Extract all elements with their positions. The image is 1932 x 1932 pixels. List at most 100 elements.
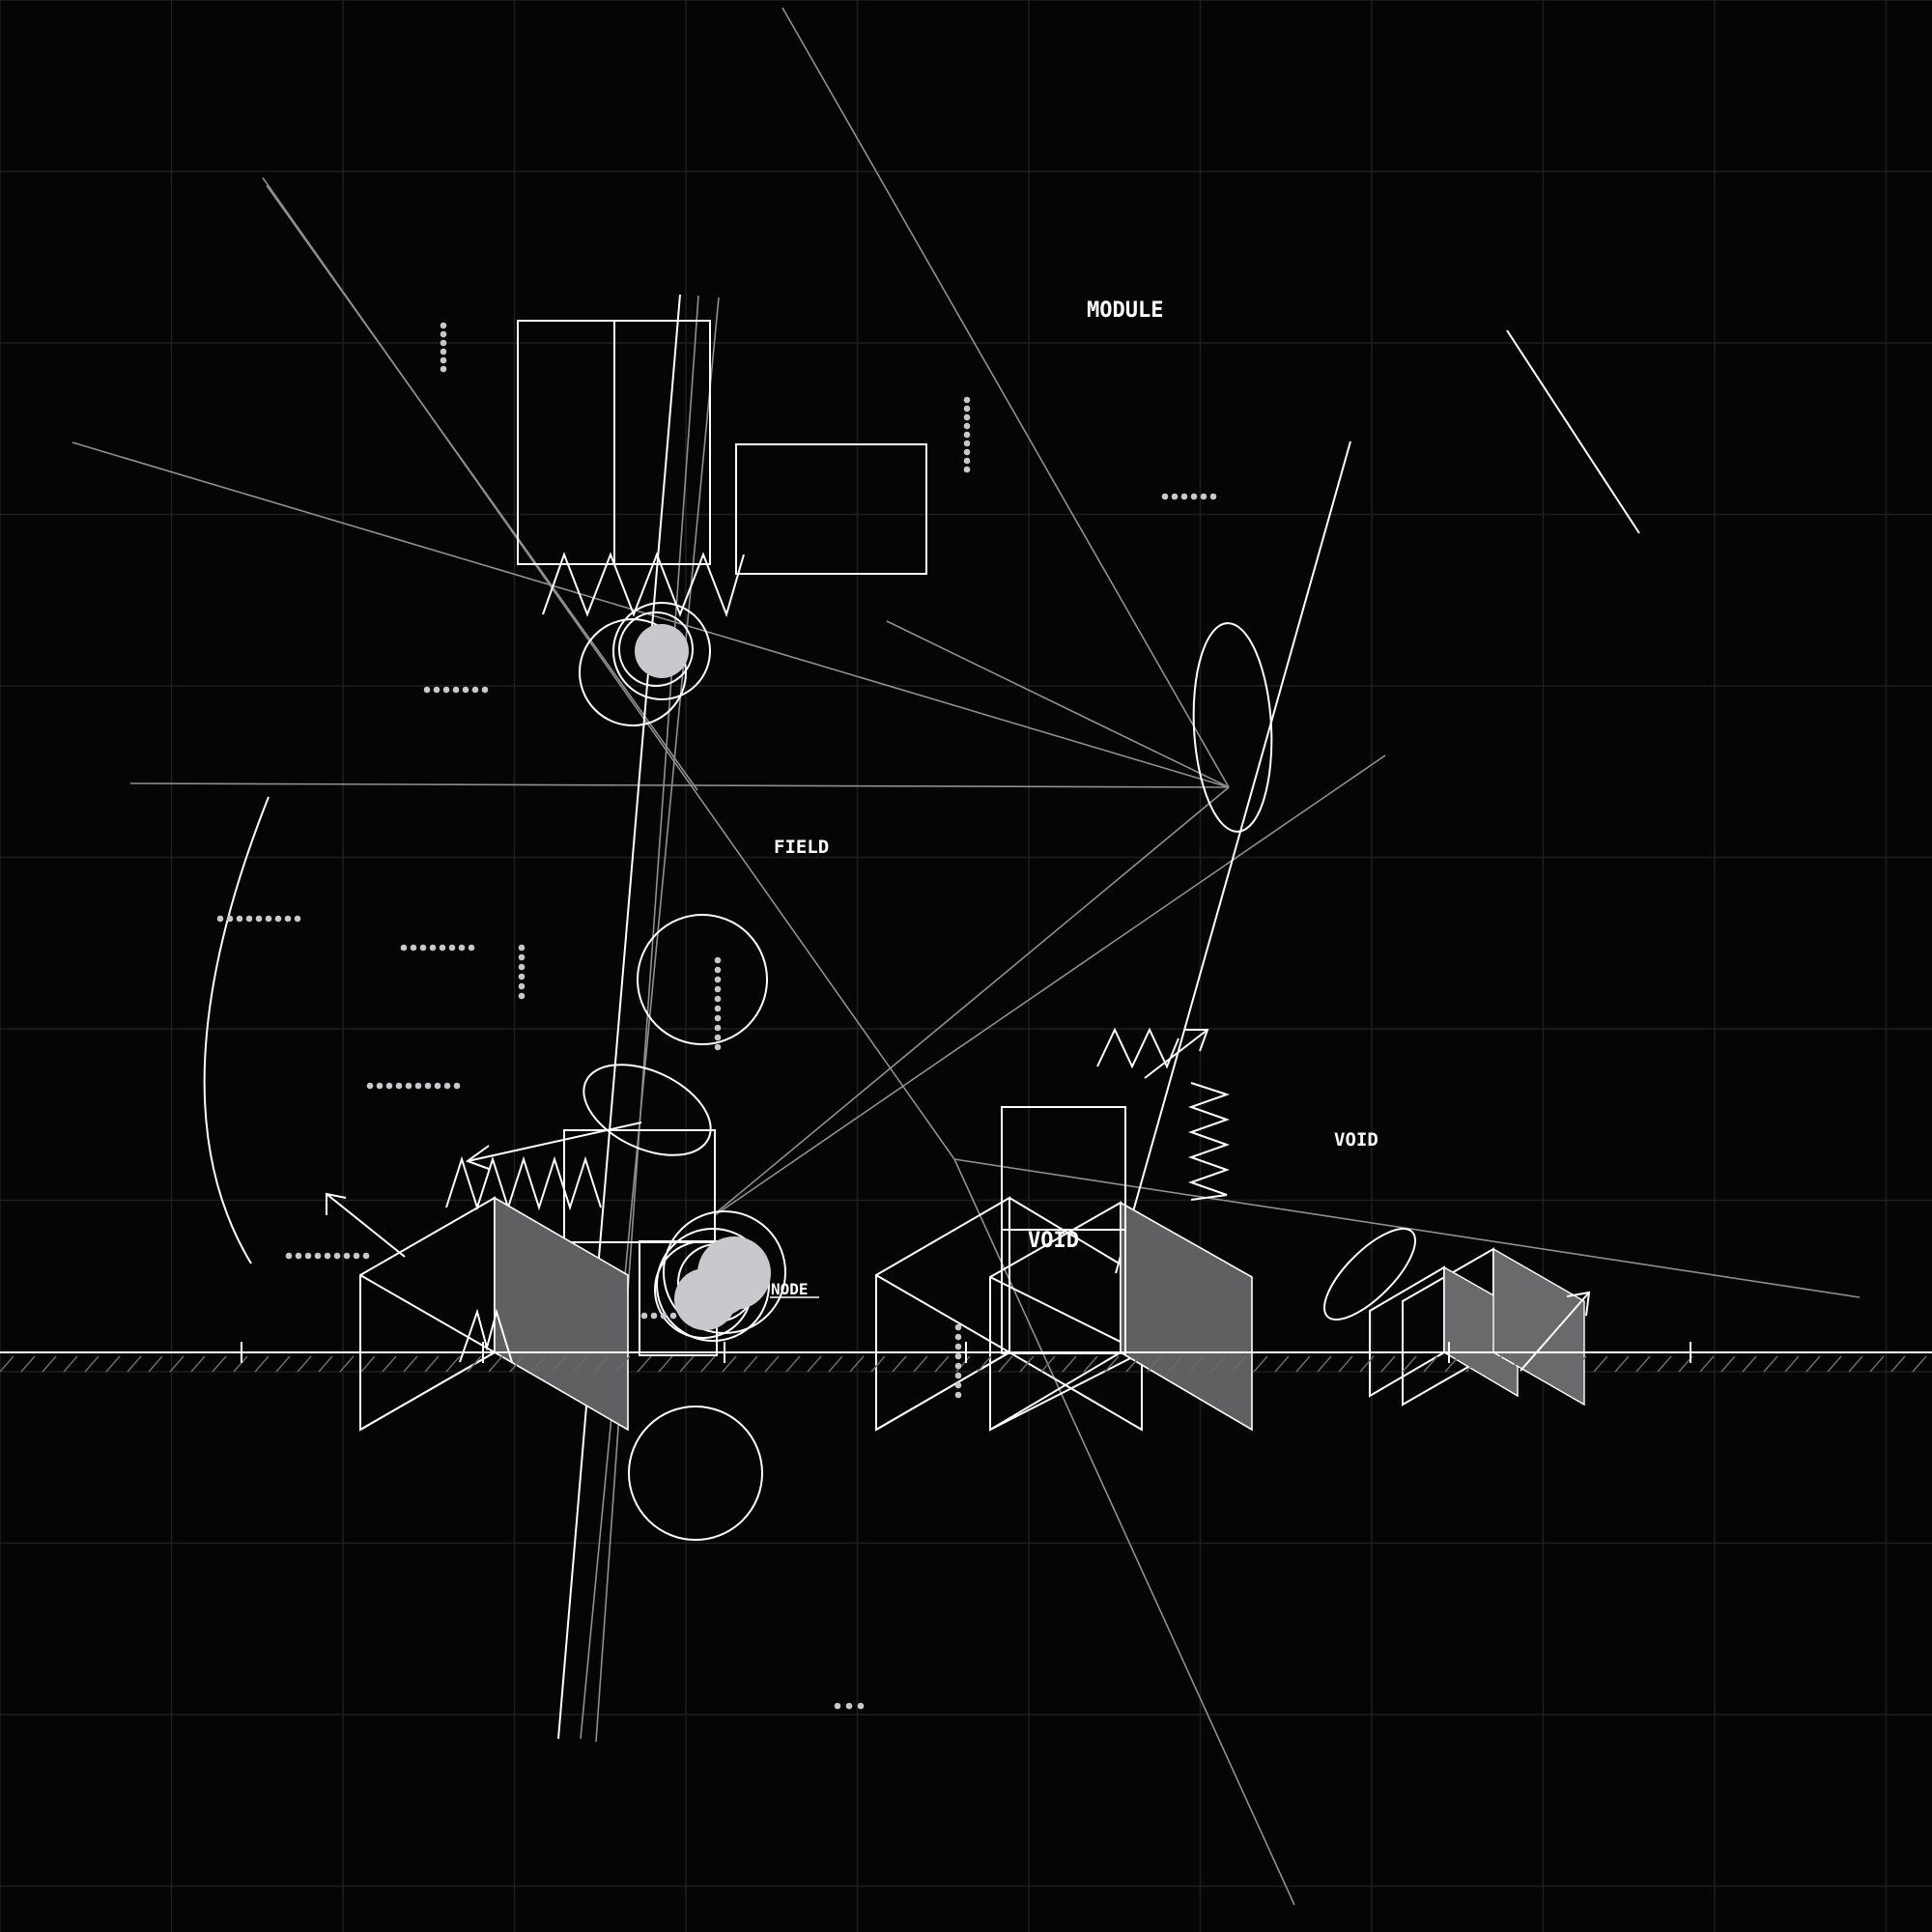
hatch-mark [1274,1355,1290,1373]
dot [255,915,263,923]
arrow-head-icon [465,1145,490,1170]
ray-line [953,1158,1295,1906]
dot [274,915,282,923]
hatch-mark [190,1355,206,1373]
dot [714,956,722,964]
dot [954,1333,962,1341]
dot [376,1082,384,1090]
hatch-mark [1210,1355,1226,1373]
arrow-head-icon [1566,1291,1591,1317]
hatch-mark [530,1355,546,1373]
dot [954,1381,962,1389]
hatch-mark [1550,1355,1566,1373]
dot [419,944,427,952]
ground-hatching [0,1355,1927,1373]
hatch-mark [1699,1355,1715,1373]
dot [714,1005,722,1012]
node-cluster [654,1210,819,1342]
hatch-mark [1019,1355,1035,1373]
hatch-mark [212,1355,227,1373]
hatch-mark [934,1355,950,1373]
hatch-mark [573,1355,588,1373]
long-line [557,294,681,1740]
zigzag-spring [1096,1027,1179,1069]
hatch-mark [254,1355,270,1373]
dot [226,915,234,923]
dot [362,1252,370,1260]
hatch-mark [1147,1355,1162,1373]
dot [285,1252,293,1260]
dot [440,365,447,373]
dot [954,1391,962,1399]
solid-disc [635,624,689,678]
line-group [203,294,1640,1740]
dot [400,944,408,952]
dot [954,1343,962,1350]
dot [314,1252,322,1260]
label-void-right: VOID [1334,1129,1378,1151]
hatch-mark [233,1355,248,1373]
arrow-shaft [1144,1029,1208,1079]
wide-box [735,443,927,575]
hatch-mark [105,1355,121,1373]
dot [963,440,971,447]
dot [954,1372,962,1379]
hatch-mark [1444,1355,1460,1373]
dot [443,1082,451,1090]
hatch-mark [1317,1355,1332,1373]
long-line [1115,440,1351,1274]
solid-disc [693,1258,751,1316]
dot [333,1252,341,1260]
hatch-mark [998,1355,1013,1373]
dot [1200,493,1208,500]
dot [471,686,479,694]
hatch-mark [722,1355,737,1373]
dot [439,944,446,952]
hatch-mark [913,1355,928,1373]
dot [660,1312,668,1320]
hatch-mark [1487,1355,1502,1373]
label-node: NODE [771,1280,809,1298]
dot [236,915,243,923]
hatch-mark [403,1355,418,1373]
ring [579,618,687,726]
dot [714,976,722,983]
zigzag-spring [542,552,745,618]
hatch-mark [382,1355,397,1373]
arrow-head-icon [326,1192,347,1215]
hatch-mark [1402,1355,1417,1373]
dot [385,1082,393,1090]
hatch-mark [360,1355,376,1373]
tall-ellipse [1192,622,1273,833]
dot [954,1362,962,1370]
hatch-mark [1465,1355,1481,1373]
dot [440,322,447,329]
dot [440,348,447,355]
dot [954,1352,962,1360]
hatch-mark [42,1355,57,1373]
spring-right [1096,1027,1231,1201]
dot [423,686,431,694]
hatch-mark [63,1355,78,1373]
label-module: MODULE [1087,298,1163,323]
dot [714,1034,722,1041]
hatch-mark [169,1355,185,1373]
dot [245,915,253,923]
dot [650,1312,658,1320]
ray-line [714,754,1386,1216]
dot [294,915,301,923]
ray-line [129,782,1230,788]
shaded-panel [1120,1201,1253,1432]
ray-line [716,786,1230,1213]
ring-middle [637,914,768,1045]
dot [440,356,447,364]
arrow-shaft [467,1122,642,1162]
dot [343,1252,351,1260]
hatch-mark [594,1355,610,1373]
dot [518,992,526,1000]
hatch-mark [1720,1355,1736,1373]
hatch-mark [1529,1355,1545,1373]
hatch-mark [1912,1355,1927,1373]
dot [481,686,489,694]
